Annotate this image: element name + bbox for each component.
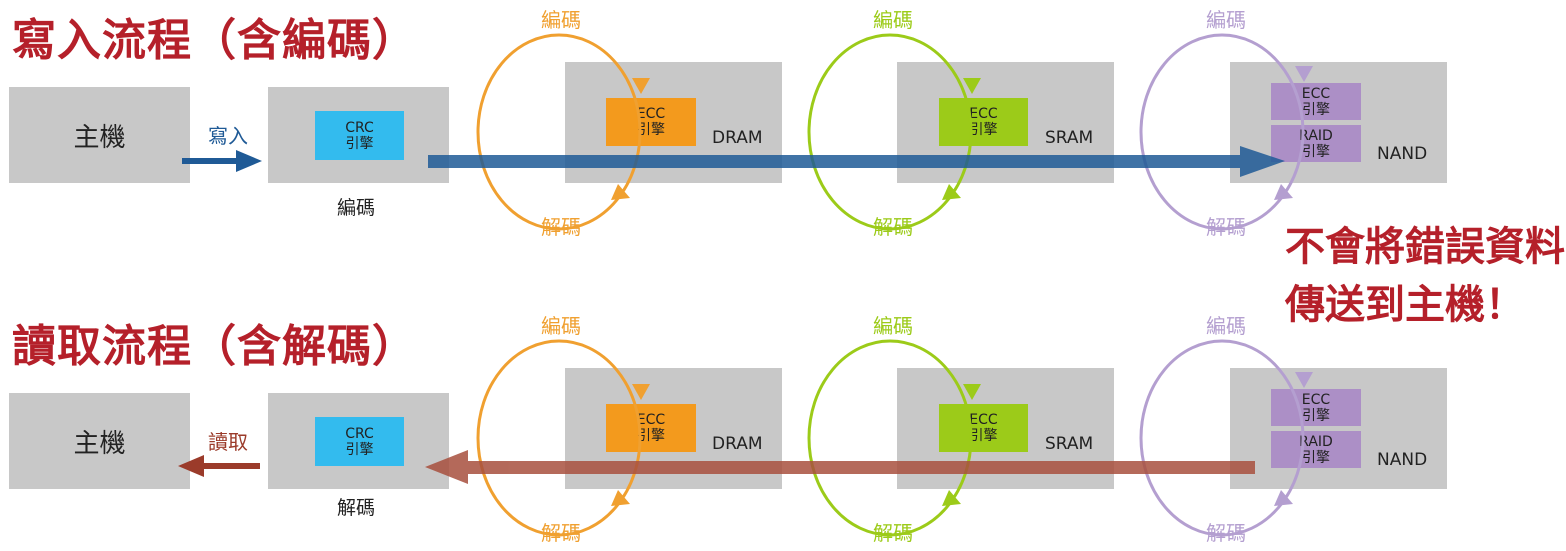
warning-line2: 傳送到主機！ <box>1285 282 1525 328</box>
write-short-arrow <box>182 150 262 172</box>
host-label: 主機 <box>73 122 126 153</box>
nand-box <box>1230 368 1447 489</box>
read-action-label: 讀取 <box>208 430 248 454</box>
sram-decode-label: 解碼 <box>873 521 913 545</box>
dram-decode-label: 解碼 <box>541 215 581 239</box>
dram-label: DRAM <box>712 128 763 148</box>
nand-label: NAND <box>1377 144 1428 164</box>
sram-encode-label: 編碼 <box>873 314 913 338</box>
sram-label: SRAM <box>1045 128 1094 148</box>
ecc-line2: 引擎 <box>637 428 665 444</box>
arrowhead-icon <box>942 490 961 506</box>
write-action-label: 寫入 <box>208 124 248 148</box>
arrowhead-icon <box>611 490 630 506</box>
crc-engine-line2: 引擎 <box>345 135 374 152</box>
write-flow-title: 寫入流程（含編碼） <box>12 15 417 66</box>
sram-encode-label: 編碼 <box>873 8 913 32</box>
crc-caption: 解碼 <box>337 497 376 519</box>
nand-box <box>1230 62 1447 183</box>
nand-decode-label: 解碼 <box>1206 215 1246 239</box>
ecc-line2: 引擎 <box>969 122 998 138</box>
nand-encode-label: 編碼 <box>1206 314 1246 338</box>
ecc-line1: ECC <box>1301 85 1331 102</box>
read-flow-title: 讀取流程（含解碼） <box>12 321 417 372</box>
nand-decode-label: 解碼 <box>1206 521 1246 545</box>
nand-label: NAND <box>1377 450 1428 470</box>
ecc-line1: ECC <box>636 412 666 428</box>
ecc-line1: ECC <box>969 106 998 122</box>
host-box: 主機 <box>9 393 190 489</box>
warning-note: 不會將錯誤資料傳送到主機！ <box>1285 218 1565 334</box>
read-short-arrow <box>178 455 260 477</box>
dram-encode-label: 編碼 <box>541 8 581 32</box>
ecc-line2: 引擎 <box>637 122 665 138</box>
crc-engine-line1: CRC <box>345 119 374 136</box>
host-box: 主機 <box>9 87 190 183</box>
dram-decode-label: 解碼 <box>541 521 581 545</box>
arrowhead-icon <box>942 184 961 200</box>
raid-line1: RAID <box>1299 433 1333 450</box>
arrowhead-icon <box>1274 490 1293 506</box>
read-data-arrow <box>425 450 1255 484</box>
crc-caption: 編碼 <box>337 197 376 219</box>
crc-engine-line1: CRC <box>345 425 374 442</box>
ecc-line2: 引擎 <box>1302 407 1330 424</box>
dram-label: DRAM <box>712 434 763 454</box>
ecc-line1: ECC <box>636 106 666 122</box>
sram-label: SRAM <box>1045 434 1094 454</box>
raid-line1: RAID <box>1299 127 1333 144</box>
arrowhead-icon <box>1274 184 1293 200</box>
raid-line2: 引擎 <box>1302 449 1330 466</box>
ecc-line2: 引擎 <box>969 428 998 444</box>
dram-encode-label: 編碼 <box>541 314 581 338</box>
ecc-line1: ECC <box>969 412 998 428</box>
write-data-arrow <box>428 146 1285 177</box>
warning-line1: 不會將錯誤資料 <box>1285 224 1565 270</box>
ecc-line1: ECC <box>1301 391 1331 408</box>
raid-line2: 引擎 <box>1302 143 1330 160</box>
crc-engine-line2: 引擎 <box>345 441 374 458</box>
ecc-line2: 引擎 <box>1302 101 1330 118</box>
sram-decode-label: 解碼 <box>873 215 913 239</box>
arrowhead-icon <box>611 184 630 200</box>
nand-encode-label: 編碼 <box>1206 8 1246 32</box>
host-label: 主機 <box>73 428 126 459</box>
